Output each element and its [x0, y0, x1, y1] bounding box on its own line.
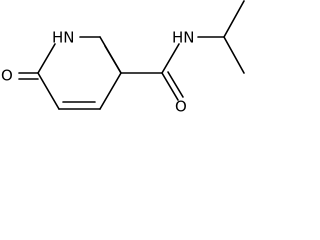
bond-c-amide-o — [161, 72, 179, 101]
atom-label-o-ring: O — [1, 67, 13, 85]
bond-ch-me2 — [223, 36, 245, 74]
atom-labels: HN O HN O — [1, 29, 195, 116]
bond-c-amide-o-double — [167, 71, 184, 98]
bond-c-amide-n — [161, 43, 180, 74]
bond-ring-top-c5-double — [104, 45, 122, 74]
bond-c3-c2 — [37, 72, 60, 110]
atom-label-o-amide: O — [175, 98, 187, 116]
bond-c5-c4 — [99, 72, 122, 110]
atom-label-nh-ring: HN — [52, 29, 75, 47]
bonds — [18, 0, 245, 110]
atom-label-nh-amide: HN — [172, 29, 195, 47]
bond-ch-me1 — [223, 0, 245, 38]
chemical-structure: HN O HN O — [1, 0, 245, 116]
bond-c2-nh — [37, 43, 56, 74]
